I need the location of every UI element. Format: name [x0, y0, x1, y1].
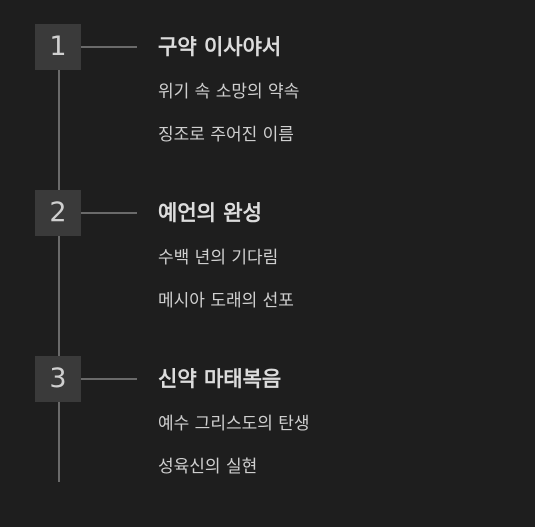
step-number-badge: 3	[35, 356, 81, 402]
step-number-badge: 1	[35, 24, 81, 70]
timeline-section-1: 1 구약 이사야서 위기 속 소망의 약속 징조로 주어진 이름	[0, 24, 535, 164]
section-title: 신약 마태복음	[158, 367, 282, 391]
section-title: 예언의 완성	[158, 201, 262, 225]
timeline-spine	[58, 24, 60, 482]
connector-line	[81, 378, 137, 380]
section-subitem: 위기 속 소망의 약속	[158, 82, 300, 102]
timeline-section-2: 2 예언의 완성 수백 년의 기다림 메시아 도래의 선포	[0, 190, 535, 330]
connector-line	[81, 212, 137, 214]
section-subitem: 성육신의 실현	[158, 457, 258, 477]
section-subitem: 징조로 주어진 이름	[158, 125, 294, 145]
section-subitem: 메시아 도래의 선포	[158, 291, 294, 311]
connector-line	[81, 46, 137, 48]
step-number-badge: 2	[35, 190, 81, 236]
section-title: 구약 이사야서	[158, 35, 282, 59]
section-subitem: 예수 그리스도의 탄생	[158, 414, 310, 434]
section-subitem: 수백 년의 기다림	[158, 248, 279, 268]
timeline-section-3: 3 신약 마태복음 예수 그리스도의 탄생 성육신의 실현	[0, 356, 535, 496]
